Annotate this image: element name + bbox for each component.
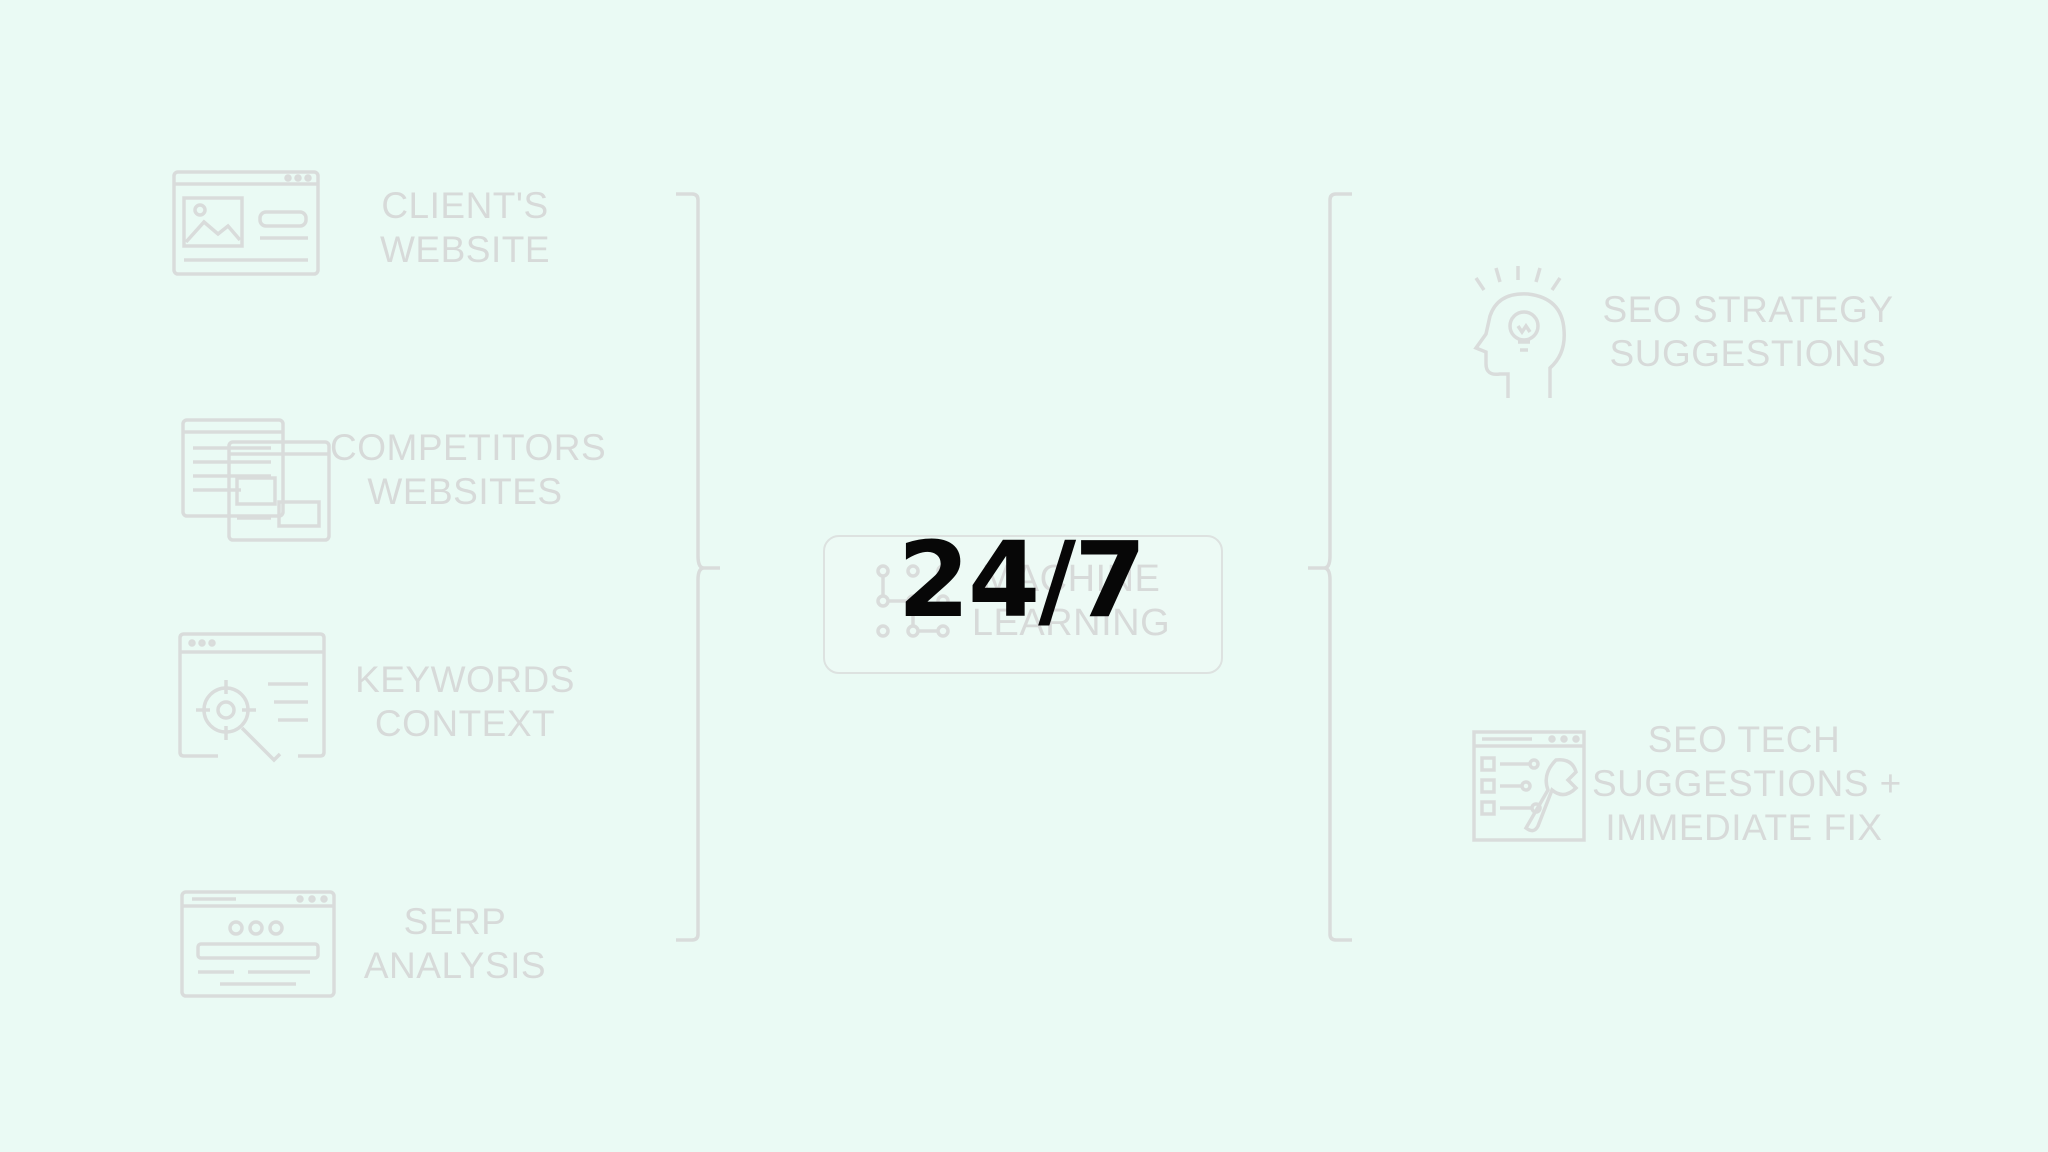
head-lightbulb-icon [1473, 266, 1566, 398]
wrench-checklist-icon [1472, 730, 1586, 842]
left-group-bracket [676, 192, 720, 942]
stacked-windows-icon [181, 418, 331, 542]
network-nodes-icon [876, 564, 950, 638]
right-group-bracket [1308, 192, 1352, 942]
overlay-24-7-text: 24/7 [897, 519, 1146, 641]
search-results-icon [180, 890, 336, 998]
target-search-icon [178, 632, 326, 763]
browser-window-icon [172, 170, 320, 276]
